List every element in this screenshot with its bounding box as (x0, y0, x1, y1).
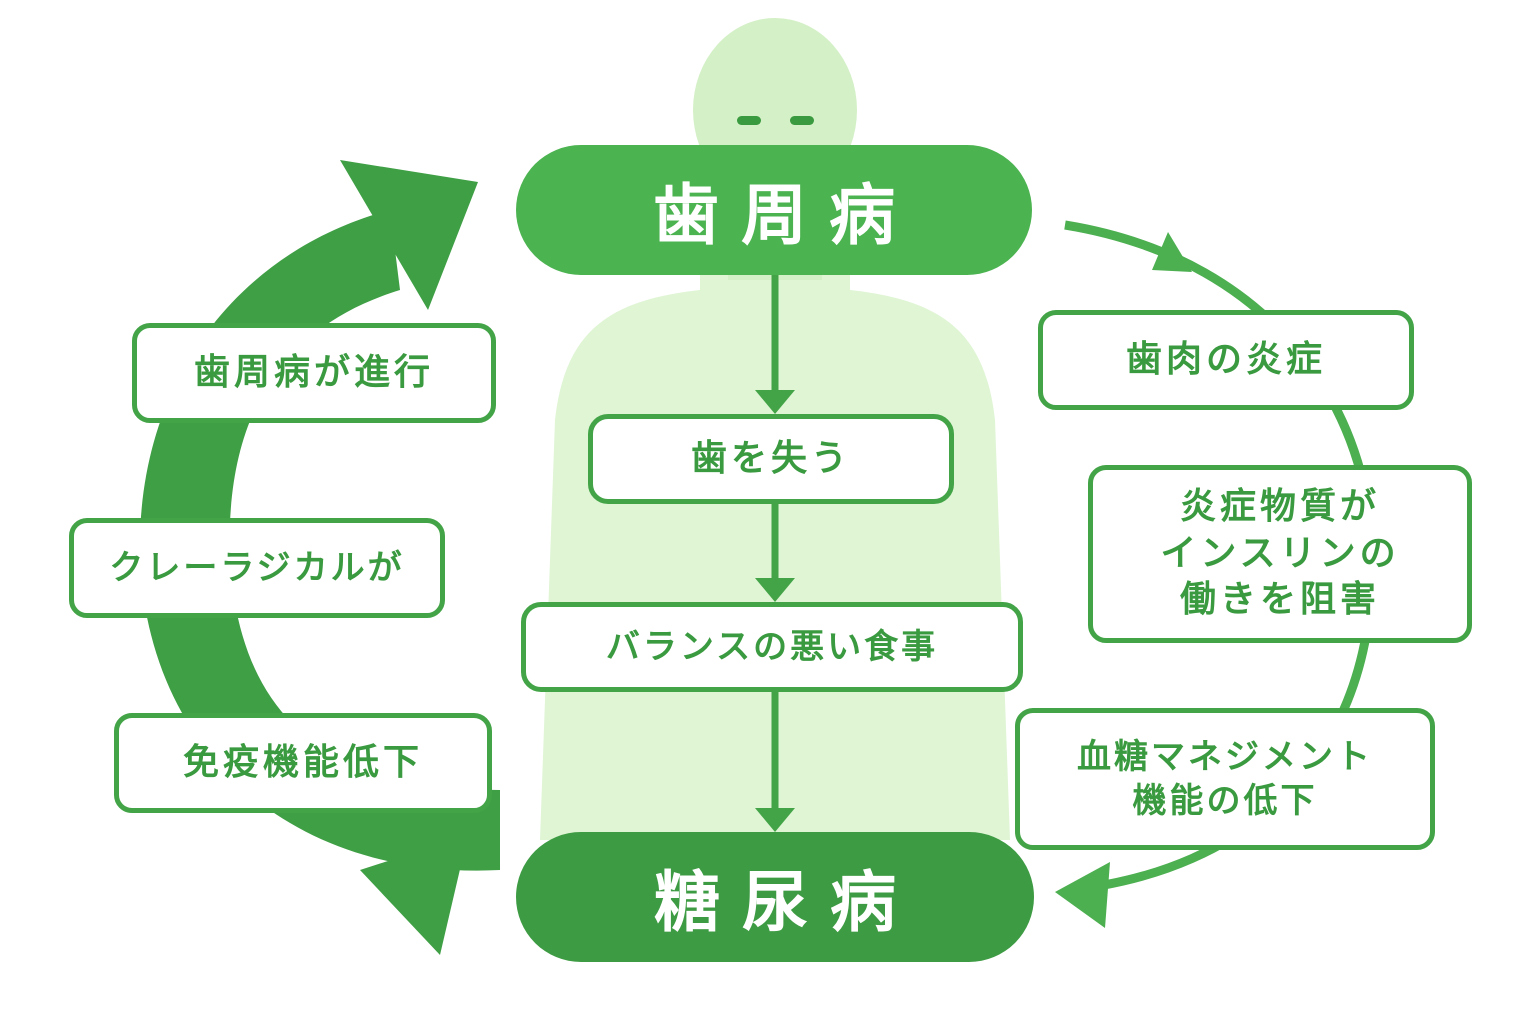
bottom-node-diabetes: 糖尿病 (516, 832, 1034, 962)
eye-right (790, 116, 814, 125)
closed-eyes-icon (737, 116, 814, 125)
left-arrow-head-bottom (360, 835, 468, 955)
left-item-progression: 歯周病が進行 (132, 323, 496, 423)
left-item-label: 免疫機能低下 (182, 741, 423, 783)
right-arrow-head-top (1152, 232, 1192, 272)
bottom-node-label: 糖尿病 (654, 864, 918, 941)
left-item-label: ク‌レーラジカルが (109, 547, 405, 588)
right-arrow-head-bottom (1055, 862, 1110, 928)
right-item-label: 血糖マネジメント 機能の低下 (1077, 736, 1373, 821)
right-item-insulin-inhibition: 炎症物質が インスリンの 働きを阻害 (1088, 465, 1472, 643)
right-item-glucose-decline: 血糖マネジメント 機能の低下 (1015, 708, 1435, 850)
center-arrow-head (755, 578, 795, 602)
center-step-lose-teeth: 歯を失う (588, 414, 954, 504)
center-arrow-head (755, 390, 795, 414)
left-item-free-radicals: ク‌レーラジカルが (69, 518, 445, 618)
center-step-bad-diet: バランスの悪い食事 (521, 602, 1023, 692)
center-step-label: バランスの悪い食事 (605, 626, 939, 667)
top-node-label: 歯周病 (653, 177, 917, 254)
left-item-label: 歯周病が進行 (193, 351, 434, 393)
eye-left (737, 116, 761, 125)
right-item-gum-inflammation: 歯肉の炎症 (1038, 310, 1414, 410)
right-item-label: 炎症物質が インスリンの 働きを阻害 (1160, 485, 1400, 621)
top-node-periodontal: 歯周病 (516, 145, 1032, 275)
center-step-label: 歯を失う (690, 437, 851, 479)
left-arrow-head-top (340, 160, 478, 310)
left-item-immune-decline: 免疫機能低下 (114, 713, 492, 813)
right-item-label: 歯肉の炎症 (1125, 338, 1326, 380)
center-arrow-head (755, 808, 795, 832)
center-flow-arrows (755, 275, 795, 832)
